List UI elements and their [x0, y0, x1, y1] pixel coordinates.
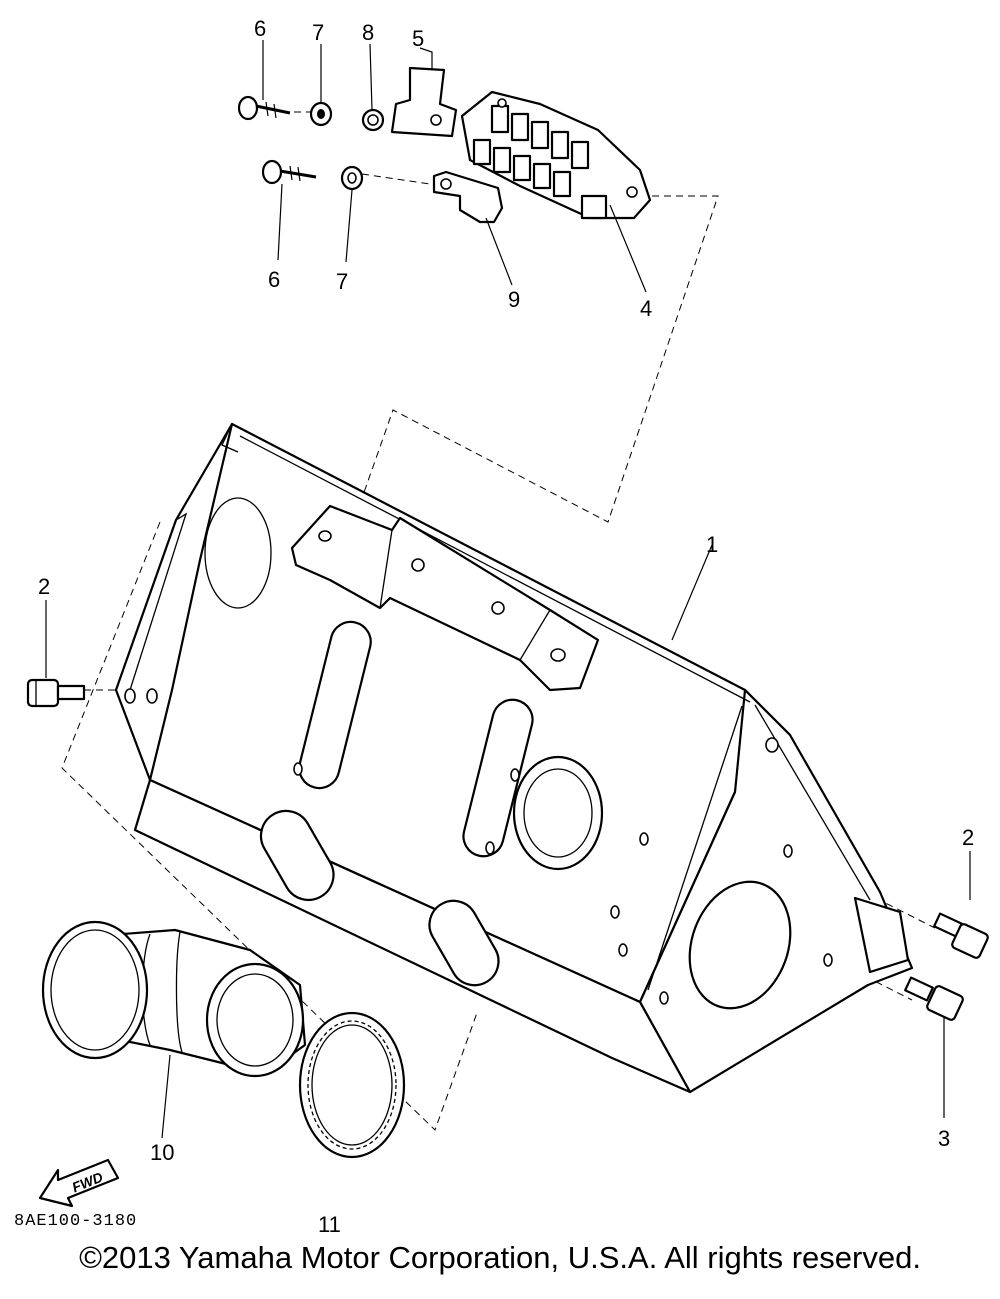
callout-8: 8 — [362, 20, 374, 45]
part-4-connector-block — [460, 90, 652, 220]
callout-7-upper: 7 — [312, 20, 324, 45]
callout-6-upper: 6 — [254, 16, 266, 41]
part-3-bolt — [904, 976, 964, 1021]
part-2-bolt-left — [26, 678, 86, 708]
part-2-bolt-right — [933, 912, 989, 959]
part-1-cover — [114, 422, 914, 1094]
part-5-bracket — [390, 66, 458, 138]
callout-9: 9 — [508, 287, 520, 312]
callout-3: 3 — [938, 1126, 950, 1151]
callout-2-right: 2 — [962, 825, 974, 850]
callout-5: 5 — [412, 26, 424, 51]
fwd-direction-arrow: FWD — [38, 1158, 120, 1208]
part-6-screw-upper — [237, 95, 291, 121]
diagram-code: 8AE100-3180 — [14, 1212, 138, 1231]
part-9-clamp — [432, 170, 504, 224]
part-6-screw-lower — [261, 159, 317, 185]
part-7-washer-lower — [340, 165, 364, 191]
leader-lines — [45, 40, 971, 1139]
callout-10: 10 — [150, 1140, 174, 1165]
callout-4: 4 — [640, 296, 652, 321]
callout-11: 11 — [318, 1212, 341, 1237]
part-11-gasket — [298, 1011, 406, 1159]
part-10-intake-boot — [41, 920, 307, 1078]
callout-labels: 1 2 2 3 4 5 6 6 7 7 8 9 10 11 — [38, 16, 974, 1237]
callout-7-lower: 7 — [336, 269, 348, 294]
cover-mount-bracket — [290, 504, 600, 692]
callout-6-lower: 6 — [268, 267, 280, 292]
callout-2-left: 2 — [38, 574, 50, 599]
callout-1: 1 — [706, 532, 718, 557]
connector-teeth — [472, 104, 608, 220]
copyright-notice: ©2013 Yamaha Motor Corporation, U.S.A. A… — [79, 1240, 921, 1275]
part-7-washer-upper — [309, 101, 333, 127]
part-8-washer — [361, 108, 385, 132]
